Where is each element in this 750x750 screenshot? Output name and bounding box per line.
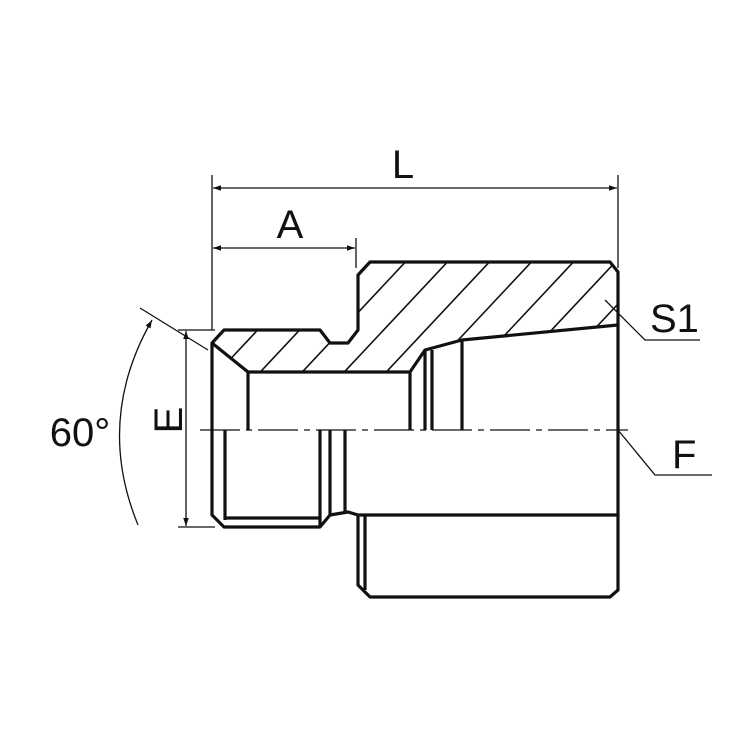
hatch-line [233,262,385,372]
hatch-line [212,262,301,372]
hatch-line [738,240,750,400]
dimension-a: A [213,203,357,268]
angle-60: 60° [50,307,209,526]
leader-s1: S1 [604,297,700,341]
dimension-e-label: E [147,407,191,434]
hatch-line [359,262,511,372]
hatch-line [527,262,618,372]
f-label: F [672,433,696,477]
dimension-a-label: A [277,203,304,247]
hatch-line [275,262,427,372]
fitting-outline [210,260,620,599]
hatch-line [401,262,553,372]
hatch-line [212,262,343,372]
hatch-line [317,262,469,372]
s1-label: S1 [650,297,699,341]
angle-label: 60° [50,411,111,455]
hatch-line [443,262,595,372]
dimension-l-label: L [392,143,414,187]
leader-f: F [617,429,712,477]
hatch-line [696,240,750,400]
dimension-l: L [211,143,619,330]
hatch-line [485,262,618,372]
dimension-e: E [147,329,215,528]
